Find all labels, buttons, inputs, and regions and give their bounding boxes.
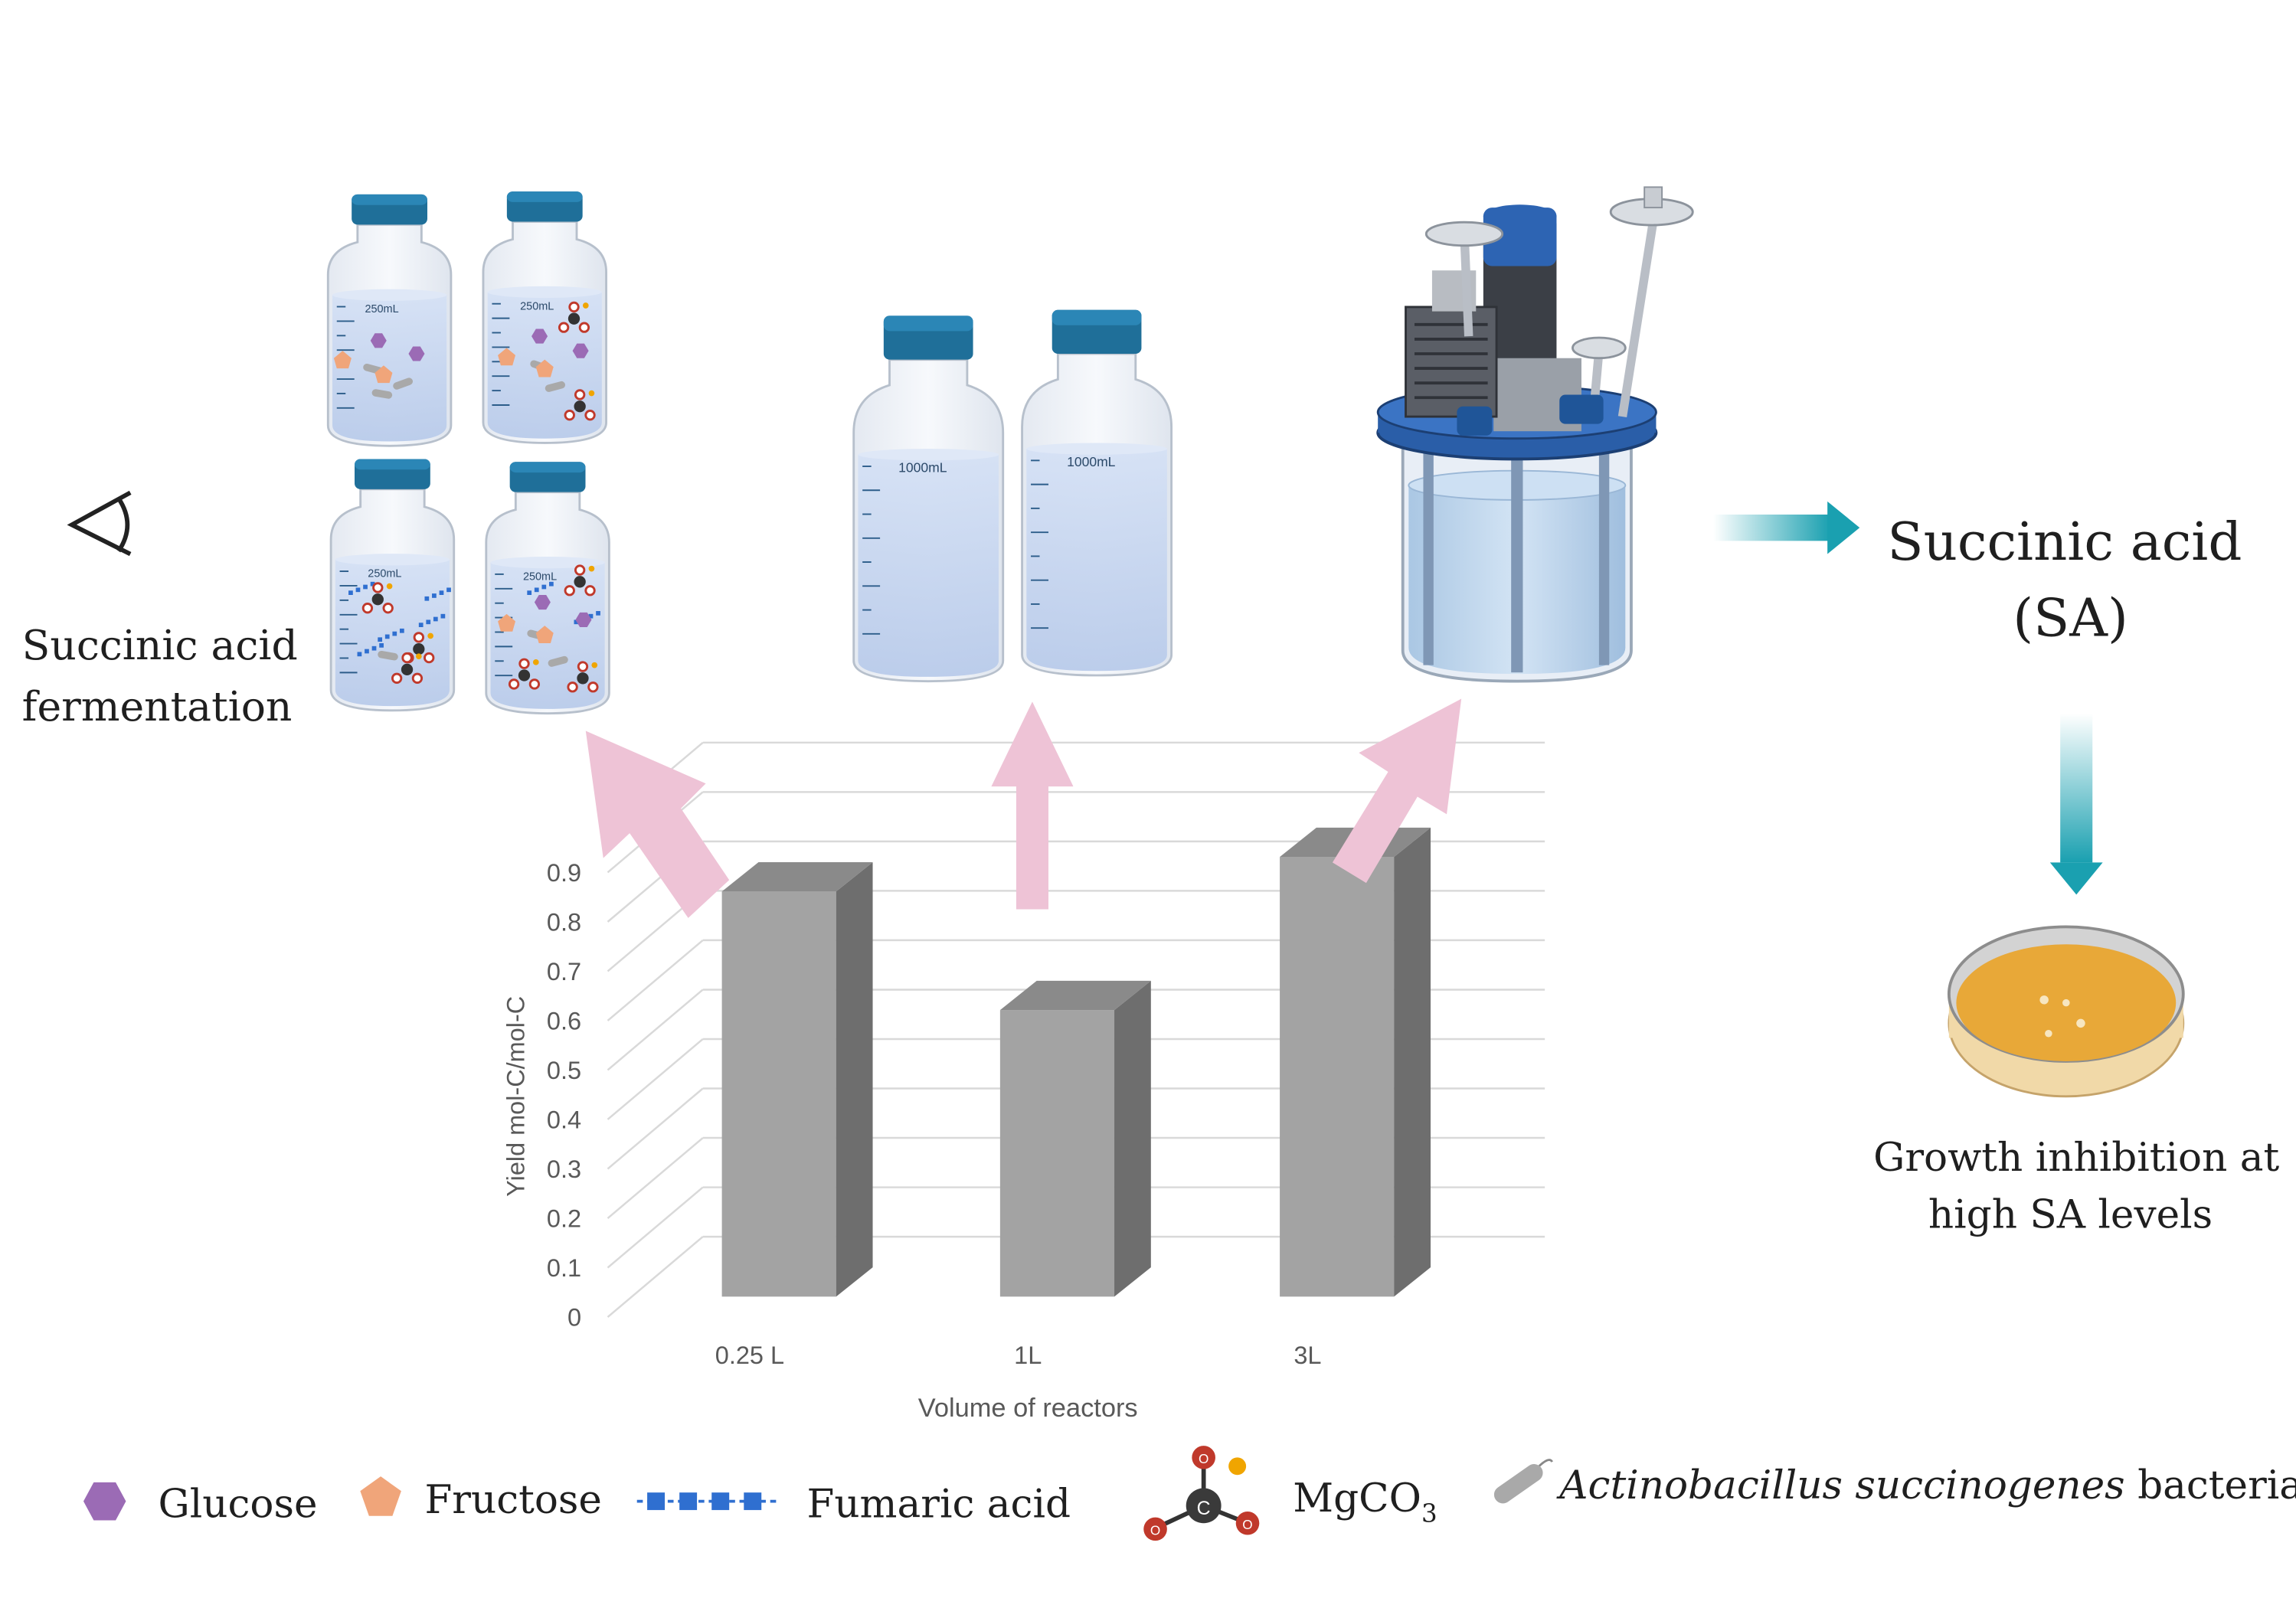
y-axis-label: Yield mol-C/mol-C	[502, 996, 529, 1197]
legend-mgco3-label: MgCO3	[1293, 1476, 1437, 1528]
bottle-250ml-b: 250mL	[482, 191, 607, 444]
bioreactor-icon	[1376, 186, 1694, 683]
eye-icon	[67, 490, 132, 557]
grid-depth-line	[607, 1137, 704, 1219]
x-tick-label: 1L	[1014, 1342, 1042, 1369]
bottle-250ml-c: 250mL	[329, 459, 456, 712]
y-tick-label: 0.8	[547, 908, 581, 936]
y-tick-label: 0.5	[547, 1057, 581, 1084]
bottle-contents	[498, 564, 600, 693]
legend: Glucose Fructose Fumaric acid C O O O Mg…	[83, 1446, 2296, 1541]
y-tick-label: 0.7	[547, 958, 581, 985]
bottle-contents	[333, 333, 425, 399]
bottle-contents	[348, 581, 451, 684]
y-tick-label: 0.1	[547, 1254, 581, 1282]
bottle-1000ml-b: 1000mL	[1021, 309, 1173, 677]
grid-depth-line	[607, 939, 704, 1021]
left-title-line1: Succinic acid	[22, 621, 298, 669]
bacteria-icon	[1493, 1459, 1553, 1504]
y-tick-label: 0.2	[547, 1205, 581, 1233]
x-axis-label: Volume of reactors	[918, 1394, 1138, 1423]
yield-bar-chart: 0 0.1 0.2 0.3 0.4 0.5 0.6 0.7 0.8 0.9 0.25 L 1L 3L Vo…	[502, 741, 1545, 1423]
glucose-icon	[83, 1482, 126, 1521]
legend-fructose-label: Fructose	[424, 1477, 602, 1523]
bar-3L	[1280, 827, 1431, 1297]
y-tick-label: 0	[567, 1304, 581, 1332]
bottle-volume-label: 250mL	[523, 571, 557, 583]
grid-depth-line	[607, 1186, 704, 1269]
carbon-symbol: C	[1197, 1499, 1211, 1519]
bottle-volume-label: 250mL	[368, 568, 401, 580]
petri-dish-icon	[1947, 925, 2185, 1098]
grid-depth-line	[607, 989, 704, 1071]
mgco3-molecule-icon: C O O O	[1143, 1446, 1260, 1541]
oxygen-symbol-top: O	[1199, 1451, 1209, 1466]
legend-bacteria-label: Actinobacillus succinogenes bacteria	[1556, 1463, 2296, 1508]
bottle-1000ml-a: 1000mL	[852, 315, 1005, 683]
legend-fumaric-label: Fumaric acid	[807, 1482, 1071, 1528]
fructose-icon	[360, 1476, 401, 1516]
bottle-volume-label: 250mL	[520, 300, 554, 312]
bar-1L	[999, 980, 1151, 1297]
left-title-line2: fermentation	[22, 682, 293, 730]
y-tick-label: 0.6	[547, 1007, 581, 1034]
y-tick-label: 0.9	[547, 859, 581, 887]
pink-arrow-right	[1332, 698, 1462, 884]
teal-arrow-down	[2049, 713, 2103, 895]
x-tick-label: 0.25 L	[715, 1342, 784, 1369]
pink-arrow-middle	[991, 701, 1074, 910]
oxygen-symbol-left: O	[1150, 1523, 1160, 1538]
legend-glucose-label: Glucose	[158, 1482, 317, 1528]
oxygen-symbol-right: O	[1242, 1517, 1252, 1532]
x-tick-label: 3L	[1294, 1342, 1321, 1369]
bottle-volume-label: 1000mL	[898, 460, 947, 476]
bottles-1000ml-group: 1000mL 1000mL	[852, 309, 1173, 683]
y-tick-label: 0.3	[547, 1155, 581, 1183]
bottle-250ml-a: 250mL	[326, 194, 453, 447]
teal-arrow-right	[1713, 501, 1860, 554]
grid-depth-line	[607, 1038, 704, 1120]
pink-arrow-left	[585, 730, 730, 918]
bottle-volume-label: 250mL	[365, 303, 398, 315]
bar-0.25L	[721, 862, 873, 1297]
bottle-contents	[498, 301, 596, 421]
product-title-line2: (SA)	[2013, 588, 2128, 649]
grid-depth-line	[607, 1236, 704, 1319]
bottle-volume-label: 1000mL	[1067, 454, 1116, 469]
grid-depth-line	[607, 1087, 704, 1170]
inhibition-line1: Growth inhibition at	[1873, 1135, 2279, 1181]
fumaric-acid-icon	[636, 1492, 777, 1511]
bottles-250ml-group: 250mL 250mL 250mL 250mL	[326, 191, 610, 715]
y-tick-label: 0.4	[547, 1106, 581, 1133]
product-title-line1: Succinic acid	[1887, 511, 2242, 573]
inhibition-line2: high SA levels	[1928, 1192, 2213, 1238]
